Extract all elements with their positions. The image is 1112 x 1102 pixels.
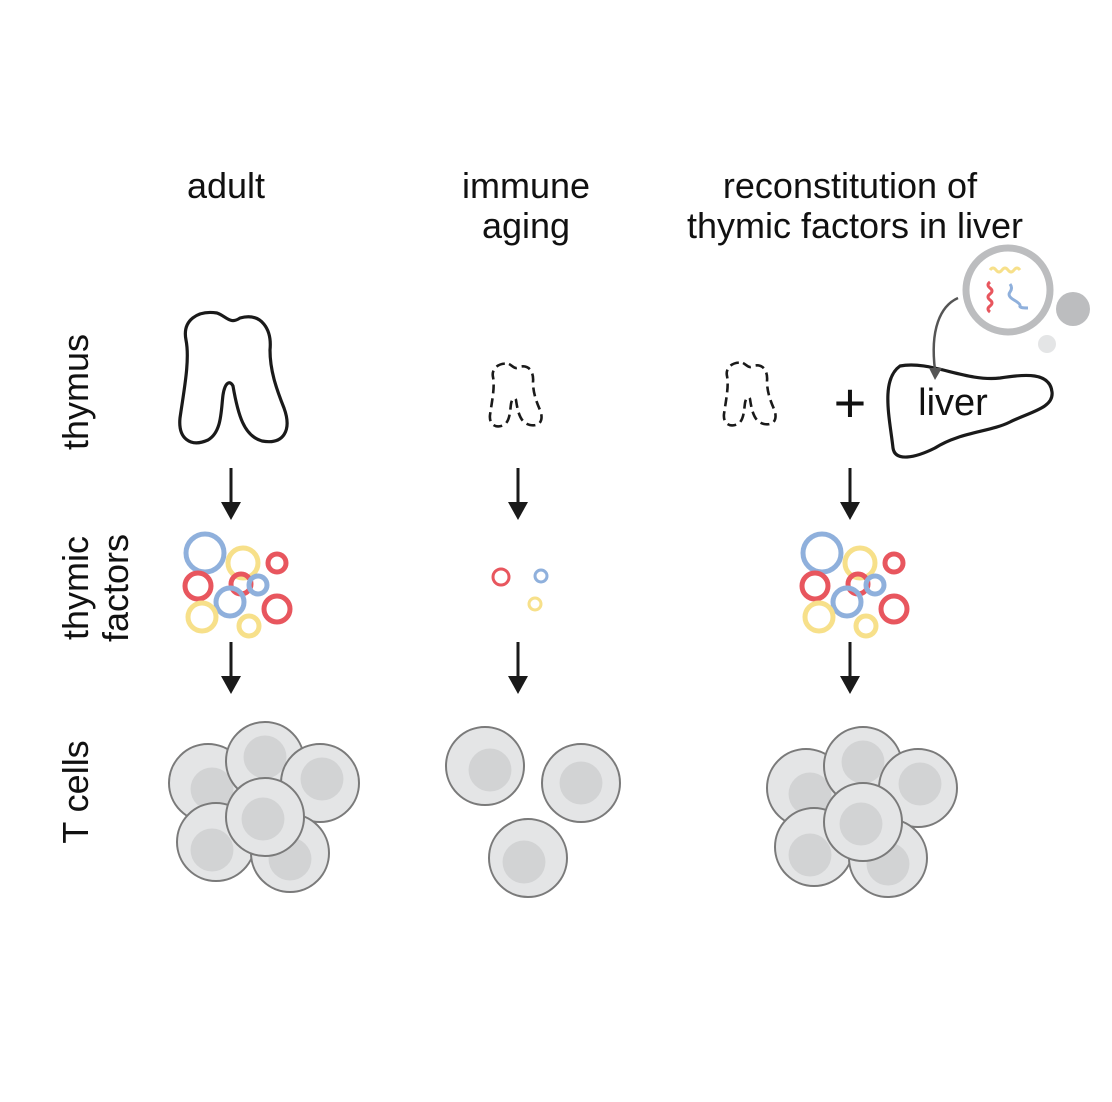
dna-bubble-icon: [929, 244, 1090, 380]
arrow-down-icon: [840, 468, 860, 520]
row-label-tcells: T cells: [55, 740, 96, 843]
thymus-icon-aging: [488, 362, 543, 428]
thymic-factor-icon: [882, 551, 906, 575]
thymic-factor-icon: [799, 570, 831, 602]
thymic-factor-icon: [863, 573, 887, 597]
arrow-down-icon: [508, 642, 528, 694]
thymic-factor-icon: [878, 593, 910, 625]
column-header-aging-line1: immune: [462, 165, 590, 206]
arrow-group: [221, 468, 860, 694]
thymic-factor-icon: [213, 585, 247, 619]
thymic-factor-icon: [261, 593, 293, 625]
t-cells-group: [168, 721, 958, 898]
thymic-factor-icon: [183, 531, 227, 575]
thymic-factor-icon: [185, 600, 219, 634]
arrow-down-icon: [221, 642, 241, 694]
row-label-factors-line2: factors: [95, 534, 136, 642]
column-header-recon-line1: reconstitution of: [723, 165, 978, 206]
arrow-down-icon: [508, 468, 528, 520]
t-cell-icon: [823, 782, 903, 862]
column-header-aging-line2: aging: [482, 205, 570, 246]
arrow-down-icon: [840, 642, 860, 694]
thymic-factor-icon: [225, 545, 261, 581]
thymus-icon-recon: [722, 361, 777, 427]
t-cell-icon: [541, 743, 621, 823]
thymic-factor-icon: [533, 568, 549, 584]
thymic-factor-icon: [527, 596, 543, 612]
t-cell-icon: [488, 818, 568, 898]
thymic-factor-icon: [802, 600, 836, 634]
t-cell-icon: [445, 726, 525, 806]
arrow-down-icon: [221, 468, 241, 520]
thymic-factor-icon: [830, 585, 864, 619]
thymic-factor-icon: [853, 613, 879, 639]
thymic-factor-icon: [182, 570, 214, 602]
column-header-adult: adult: [187, 165, 265, 206]
thymic-factor-icon: [236, 613, 262, 639]
thymus-icon-adult: [178, 310, 289, 445]
plus-sign: +: [834, 371, 867, 434]
thymic-factor-icon: [800, 531, 844, 575]
thymic-factor-icon: [842, 545, 878, 581]
liver-icon: [886, 363, 1054, 459]
thymic-factor-icon: [491, 567, 511, 587]
thymic-factor-icon: [246, 573, 270, 597]
thymic-factor-icon: [265, 551, 289, 575]
thymic-factors-group: [182, 531, 910, 639]
liver-label: liver: [918, 382, 988, 424]
row-label-thymus: thymus: [55, 334, 96, 450]
row-label-factors-line1: thymic: [55, 536, 96, 640]
t-cell-icon: [225, 777, 305, 857]
column-header-recon-line2: thymic factors in liver: [687, 205, 1023, 246]
